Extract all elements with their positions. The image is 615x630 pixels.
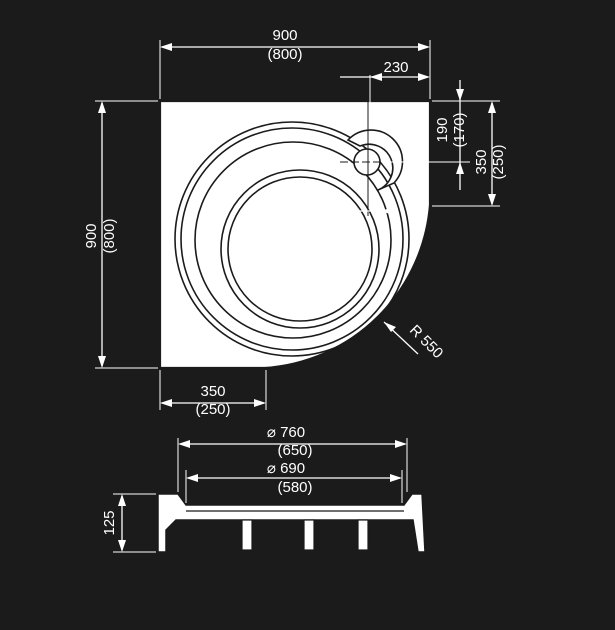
arrow-icon <box>456 162 464 174</box>
arrow-icon <box>160 399 172 407</box>
arrow-icon <box>488 194 496 206</box>
bowl-rim-inner <box>194 141 392 339</box>
side-dimensions: ⌀ 760 (650) ⌀ 690 (580) 125 <box>101 424 408 553</box>
bowl-rim-outer <box>174 121 410 357</box>
basin-outer <box>220 169 380 329</box>
arrow-icon <box>395 440 407 448</box>
arrow-icon <box>390 474 402 482</box>
arrow-icon <box>381 207 393 215</box>
foot <box>357 519 369 551</box>
drain-offset-label: 230 <box>383 59 408 76</box>
arrow-icon <box>98 356 106 368</box>
drain-lobe <box>346 129 404 191</box>
arrow-icon <box>456 89 464 101</box>
arrow-icon <box>254 399 266 407</box>
drain-from-top-label-alt: (170) <box>451 112 468 147</box>
bowl-rim-middle <box>180 127 404 351</box>
height-label-alt: (800) <box>101 218 118 253</box>
basin-inner <box>227 176 373 322</box>
outer-diameter-label-alt: (650) <box>277 442 312 459</box>
corner-depth-label-alt: (250) <box>490 144 507 179</box>
arrow-icon <box>186 474 198 482</box>
arrow-icon <box>118 494 126 506</box>
arrow-icon <box>178 440 190 448</box>
arrow-icon <box>488 101 496 113</box>
inner-diameter-label-alt: (580) <box>277 479 312 496</box>
arrow-icon <box>342 207 354 215</box>
arrow-icon <box>118 540 126 552</box>
drain-diameter-label: ⌀60 <box>304 194 330 211</box>
inner-diameter-label: ⌀ 690 <box>267 460 305 477</box>
side-height-label: 125 <box>101 510 118 535</box>
foot <box>241 519 253 551</box>
drain-from-top-label: 190 <box>434 117 451 142</box>
flat-edge-label: 350 <box>200 383 225 400</box>
arrow-icon <box>418 43 430 51</box>
top-dimensions: 900 (800) 230 900 (800) 190 (170) 350 (2… <box>83 27 507 418</box>
arrow-icon <box>370 73 382 81</box>
width-label: 900 <box>272 27 297 44</box>
arrow-icon <box>160 43 172 51</box>
arrow-icon <box>384 322 396 332</box>
corner-depth-label: 350 <box>473 149 490 174</box>
height-label: 900 <box>83 223 100 248</box>
top-view <box>158 75 432 370</box>
tray-profile <box>157 493 426 553</box>
arrow-icon <box>98 101 106 113</box>
arrow-icon <box>418 73 430 81</box>
outer-diameter-label: ⌀ 760 <box>267 424 305 441</box>
flat-edge-label-alt: (250) <box>195 401 230 418</box>
width-label-alt: (800) <box>267 46 302 63</box>
foot <box>303 519 315 551</box>
side-view <box>157 493 426 553</box>
